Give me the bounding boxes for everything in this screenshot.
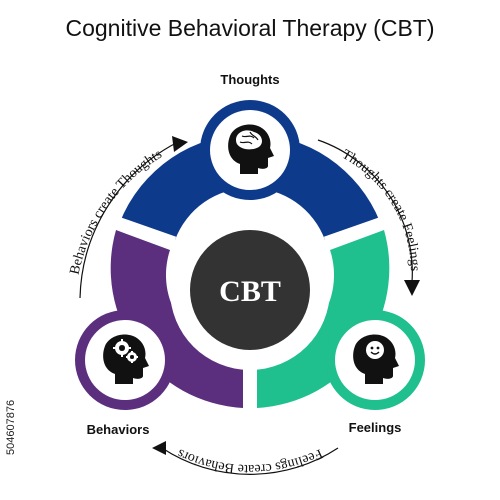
feelings-label: Feelings (349, 420, 402, 435)
brain-head-icon (228, 124, 274, 174)
arrowhead-behaviors (152, 441, 166, 455)
arc-label-feelings-to-behaviors: Feelings create Behaviors (175, 445, 324, 476)
center-circle (190, 230, 310, 350)
behaviors-label: Behaviors (87, 422, 150, 437)
cycle-arrows (79, 139, 413, 475)
arrow-behaviors-to-thoughts (79, 141, 179, 299)
arrow-thoughts-to-feelings (317, 139, 413, 283)
arrow-feelings-to-behaviors (161, 447, 339, 475)
gears-head-icon (103, 334, 149, 384)
thoughts-label: Thoughts (220, 72, 279, 87)
arrowhead-feelings (404, 280, 420, 296)
page-title: Cognitive Behavioral Therapy (CBT) (65, 15, 434, 41)
arrowhead-thoughts (172, 136, 188, 152)
center-label: CBT (219, 275, 281, 308)
arc-text-feelings-to-behaviors: Feelings create Behaviors (175, 445, 324, 476)
arrow-heads (152, 136, 420, 455)
smiley-head-icon (353, 334, 399, 384)
stock-id-label: 504607876 (5, 400, 17, 455)
